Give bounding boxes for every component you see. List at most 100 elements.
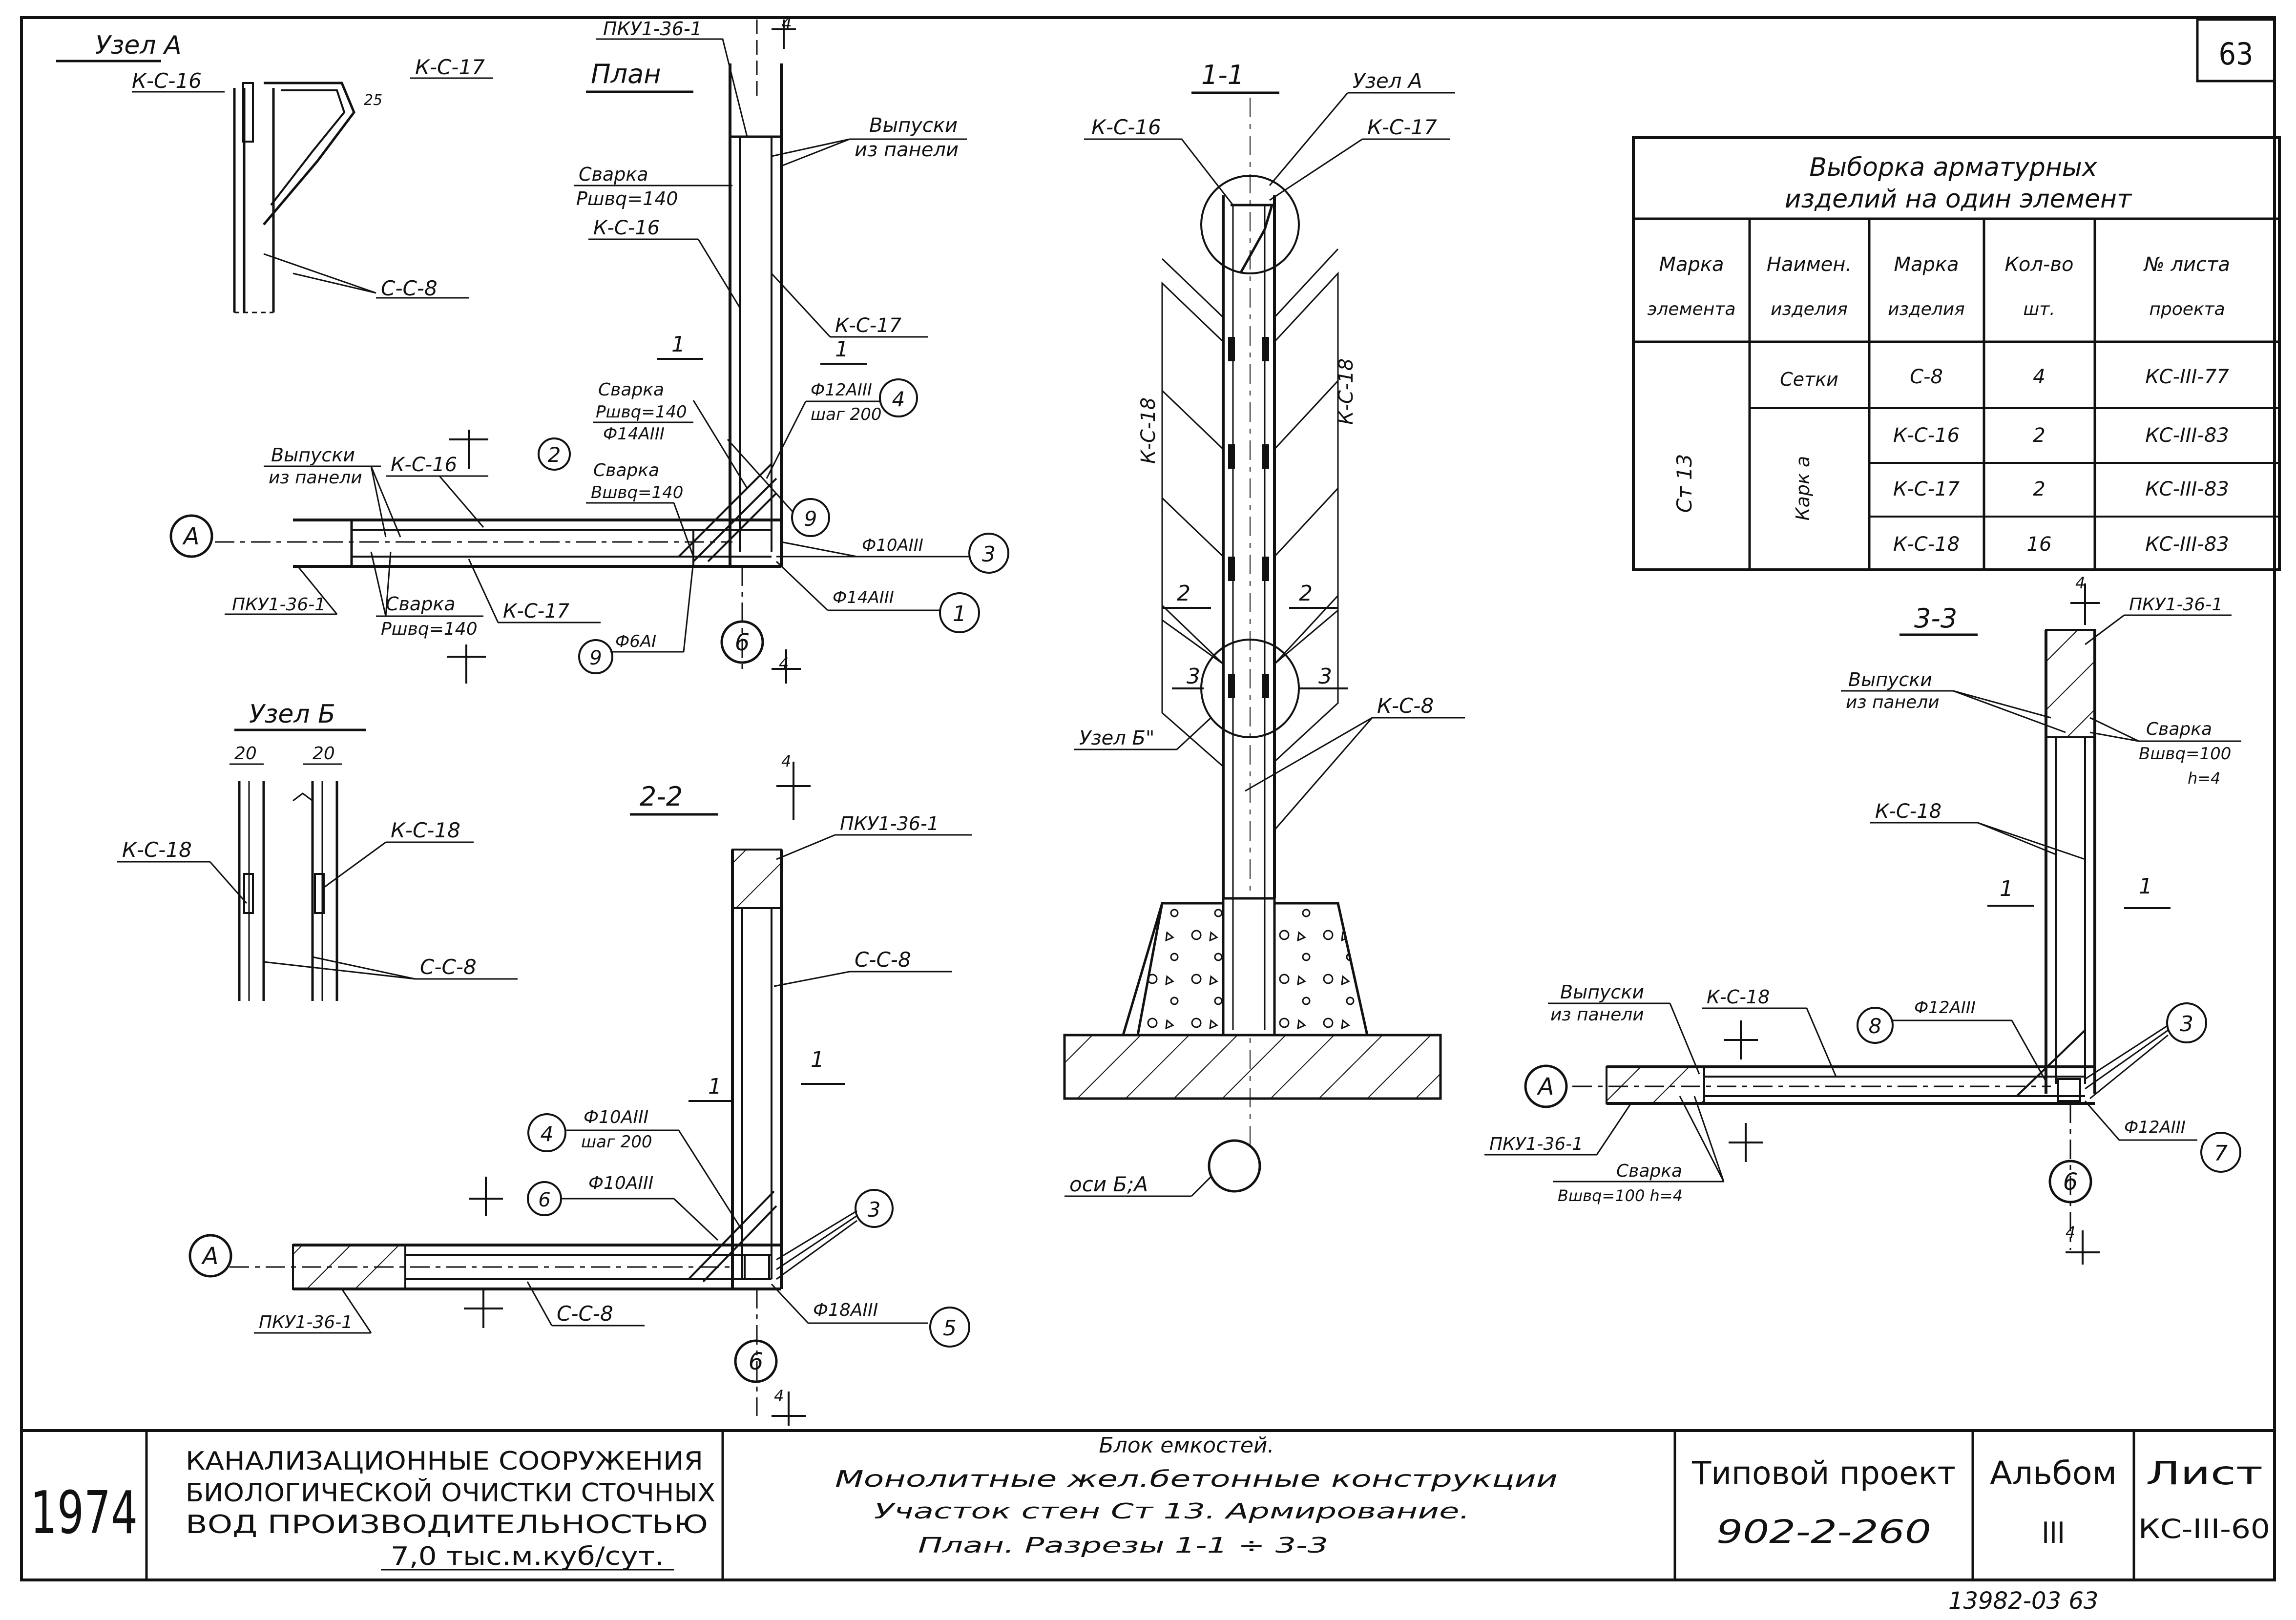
spec-row-2: К-С-16 2 КС-III-83 — [1893, 424, 2229, 447]
node-a-dim: 25 — [364, 92, 382, 109]
section-1-1-cut-3-right: 3 — [1318, 664, 1332, 689]
node-a-detail: Узел А К-С-16 К-С-17 25 С-С-8 — [56, 31, 493, 313]
plan-weld-left-2: Pшвq=140 — [381, 619, 478, 639]
section-2-2: 2-2 4 ПКУ1-36-1 С-С-8 1 1 4 Ф10AIII шаг … — [188, 752, 972, 1426]
section-1-1-title: 1-1 — [1201, 60, 1244, 90]
section-1-1-kc18-left: К-С-18 — [1137, 397, 1160, 464]
spec-header-0b: элемента — [1648, 299, 1736, 319]
section-2-2-mark-4: 4 — [541, 1122, 554, 1146]
plan-section-1-right: 1 — [835, 337, 849, 362]
title-album-label: Альбом — [1990, 1454, 2117, 1492]
sheet-frame: 63 — [20, 16, 2276, 1581]
spec-cell: КС-III-77 — [2145, 366, 2229, 388]
section-3-3-bar-8: Ф12AIII — [1914, 998, 1976, 1018]
spec-header-2b: изделия — [1888, 299, 1965, 319]
title-org-4: 7,0 тыс.м.куб/сут. — [391, 1542, 664, 1571]
sheet-number: 63 — [2219, 36, 2254, 72]
section-3-3-sec1-right: 1 — [2139, 874, 2152, 899]
section-2-2-cut-top: 4 — [781, 752, 791, 770]
plan-kc17-right: К-С-17 — [835, 314, 902, 337]
plan-weld-mid-2: Pшвq=140 — [596, 402, 687, 422]
plan-view: План ПКУ1-36-1 4 Выпуски из панели Сварк… — [169, 14, 1009, 684]
kc18-welds — [1228, 337, 1269, 698]
section-1-1-node-b: Узел Б" — [1079, 727, 1154, 749]
section-3-3-left-panel: ПКУ1-36-1 — [1489, 1134, 1583, 1154]
section-2-2-bar-4-step: шаг 200 — [581, 1132, 652, 1152]
plan-axis-6: 6 — [735, 629, 750, 656]
spec-cell: 16 — [2027, 533, 2052, 556]
section-3-3-top-panel: ПКУ1-36-1 — [2129, 595, 2223, 615]
title-org-1: КАНАЛИЗАЦИОННЫЕ СООРУЖЕНИЯ — [186, 1447, 703, 1476]
spec-type-nets: Сетки — [1780, 369, 1838, 390]
section-1-1: 1-1 Узел А К-С-16 К-С-17 — [1063, 60, 1465, 1197]
section-3-3-mark-3: 3 — [2180, 1012, 2193, 1037]
spec-header-1a: Наимен. — [1767, 253, 1852, 276]
foundation — [1063, 897, 1442, 1100]
spec-cell: К-С-18 — [1893, 533, 1960, 556]
section-3-3-kc18-horiz: К-С-18 — [1707, 986, 1770, 1008]
plan-mark-9: 9 — [804, 507, 817, 531]
plan-weld-low-2: Вшвq=140 — [591, 483, 683, 502]
section-2-2-title: 2-2 — [640, 781, 683, 812]
plan-kc16-left: К-С-16 — [391, 454, 457, 476]
section-3-3-outlets-left-2: из панели — [1550, 1005, 1644, 1025]
title-desc-3: Участок стен Ст 13. Армирование. — [874, 1499, 1470, 1524]
node-b-title: Узел Б — [249, 700, 335, 729]
title-desc-1: Блок емкостей. — [1099, 1433, 1274, 1458]
spec-cell: 2 — [2033, 478, 2045, 500]
section-1-1-axis-label: оси Б;А — [1069, 1172, 1148, 1196]
title-org-2: БИОЛОГИЧЕСКОЙ ОЧИСТКИ СТОЧНЫХ — [186, 1478, 715, 1508]
plan-cut-mark-bottom: 4 — [779, 654, 789, 673]
section-3-3-outlets-left-1: Выпуски — [1560, 981, 1644, 1003]
section-2-2-bar-4-size: Ф10AIII — [584, 1107, 648, 1127]
spec-title-1: Выборка арматурных — [1809, 153, 2098, 182]
spec-row-3: К-С-17 2 КС-III-83 — [1893, 478, 2229, 500]
title-sheet-label: Лист — [2146, 1454, 2263, 1492]
section-1-1-cut-2-right: 2 — [1299, 581, 1313, 606]
plan-weld-left-1: Сварка — [386, 593, 456, 615]
section-3-3-outlets-top-1: Выпуски — [1848, 669, 1932, 690]
spec-cell: К-С-17 — [1893, 478, 1960, 500]
title-block: 1974 КАНАЛИЗАЦИОННЫЕ СООРУЖЕНИЯ БИОЛОГИЧ… — [30, 1431, 2270, 1580]
spec-header-1b: изделия — [1771, 299, 1848, 319]
section-2-2-left-panel: ПКУ1-36-1 — [259, 1312, 353, 1332]
plan-outlets-left-2: из панели — [269, 468, 362, 488]
section-1-1-node-a: Узел А — [1353, 69, 1422, 93]
section-1-1-kc16: К-С-16 — [1091, 115, 1161, 139]
section-3-3-weld-top-1: Сварка — [2146, 719, 2212, 739]
section-3-3-outlets-top-2: из панели — [1846, 692, 1940, 712]
section-3-3: 3-3 4 ПКУ1-36-1 Выпуски из панели Сварка… — [1484, 574, 2241, 1265]
plan-rebar-14: Ф14AIII — [603, 424, 665, 444]
plan-kc16-top: К-С-16 — [593, 217, 660, 239]
title-desc-4: План. Разрезы 1-1 ÷ 3-3 — [918, 1533, 1328, 1558]
spec-header-4a: № листа — [2143, 253, 2230, 276]
section-3-3-mark-8: 8 — [1869, 1014, 1882, 1038]
section-3-3-weld-top-3: h=4 — [2188, 769, 2220, 788]
section-1-1-kc8: К-С-8 — [1377, 694, 1434, 718]
title-project-number: 902-2-260 — [1716, 1513, 1931, 1551]
node-b-detail: Узел Б 20 20 К-С-18 К-С-18 С-С-8 — [117, 700, 518, 1001]
section-2-2-cc8-right: С-С-8 — [855, 948, 911, 972]
spec-cell: К-С-16 — [1893, 424, 1960, 447]
plan-weld-top-2: Pшвq=140 — [576, 188, 678, 209]
plan-axis-a: А — [182, 523, 200, 550]
node-a-title: Узел А — [95, 31, 182, 60]
section-3-3-title: 3-3 — [1914, 603, 1957, 634]
spec-element: Ст 13 — [1672, 454, 1696, 513]
spec-cell: КС-III-83 — [2145, 478, 2229, 500]
spec-cell: КС-III-83 — [2145, 533, 2229, 556]
title-project-label: Типовой проект — [1691, 1454, 1956, 1492]
node-b-kc18-left: К-С-18 — [122, 838, 192, 862]
spec-header-3b: шт. — [2023, 299, 2055, 319]
spec-header-4b: проекта — [2149, 299, 2225, 319]
spec-row-1: С-8 4 КС-III-77 — [1910, 366, 2229, 388]
spec-row-4: К-С-18 16 КС-III-83 — [1893, 533, 2229, 556]
section-2-2-top-panel: ПКУ1-36-1 — [840, 813, 939, 834]
plan-mark-3: 3 — [982, 542, 996, 567]
section-3-3-sec1-left: 1 — [2000, 876, 2013, 901]
plan-weld-low-1: Сварка — [593, 460, 659, 480]
title-album-number: III — [2042, 1516, 2065, 1550]
title-org-3: ВОД ПРОИЗВОДИТЕЛЬНОСТЬЮ — [186, 1510, 708, 1539]
node-a-kc17-label: К-С-17 — [415, 55, 485, 79]
